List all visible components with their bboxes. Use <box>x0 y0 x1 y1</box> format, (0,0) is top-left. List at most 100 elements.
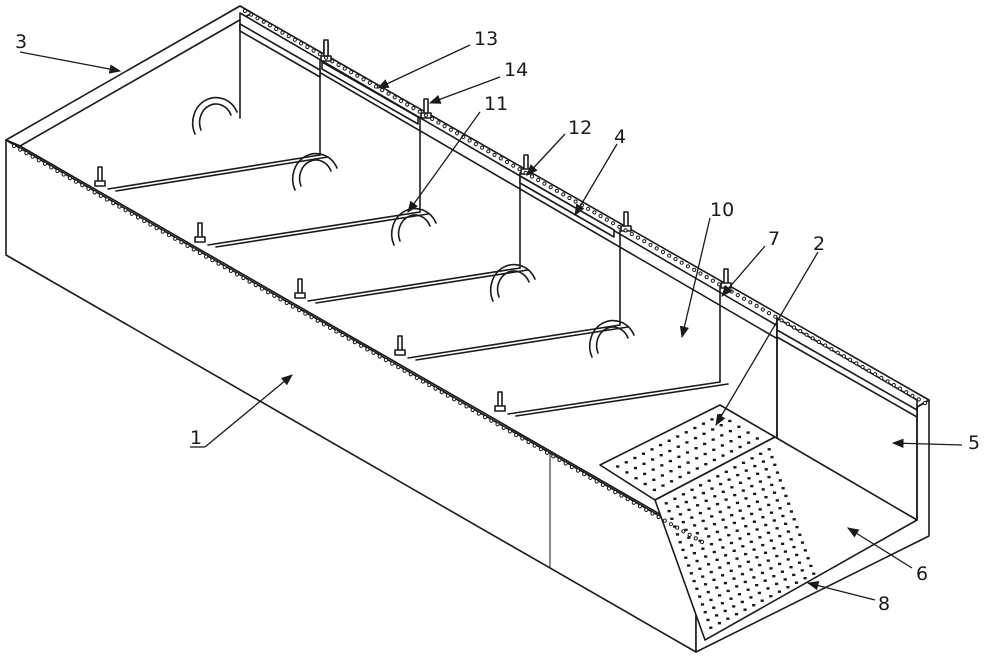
perforation <box>712 523 717 526</box>
perforation <box>735 501 740 505</box>
perforation <box>664 502 668 505</box>
rim-hole <box>538 447 543 452</box>
perforation <box>701 575 705 578</box>
perforation <box>685 441 689 444</box>
bolt-clip <box>294 292 306 299</box>
rim-hole <box>754 303 759 308</box>
rim-hole <box>891 382 896 388</box>
perforation <box>737 593 742 596</box>
perforation <box>777 590 781 593</box>
rim-hole <box>885 379 890 384</box>
perforation <box>730 514 734 517</box>
perforation <box>659 443 663 447</box>
rail-right <box>776 329 918 418</box>
rim-hole <box>452 397 457 402</box>
perforation <box>660 464 664 467</box>
perforation <box>675 533 680 536</box>
rim-hole <box>748 300 753 305</box>
perforation <box>747 505 751 508</box>
rim-hole <box>361 77 366 82</box>
rim-hole <box>611 221 616 226</box>
rim-hole <box>383 358 388 363</box>
rim-hole <box>514 432 519 438</box>
perforation <box>712 578 716 581</box>
perforation <box>741 545 745 548</box>
perforation <box>684 528 688 532</box>
perforation <box>761 460 765 463</box>
rim-hole <box>30 154 35 159</box>
perforation <box>707 535 711 538</box>
perforation <box>741 461 746 464</box>
perforation <box>681 548 685 552</box>
rim-hole <box>699 539 705 545</box>
rim-hole <box>349 70 354 75</box>
partition-1 <box>94 41 332 192</box>
partition-handle <box>191 96 238 135</box>
rim-hole <box>544 450 550 455</box>
rim-hole <box>816 339 822 344</box>
rim-hole <box>823 343 828 348</box>
perforation <box>687 564 691 567</box>
perforation <box>786 558 790 561</box>
perforation <box>809 564 813 568</box>
leader-12 <box>526 133 566 176</box>
label-11: 11 <box>484 93 508 115</box>
perforation <box>703 583 708 586</box>
label-4: 4 <box>614 126 626 148</box>
perforation <box>706 563 711 566</box>
rim-hole <box>536 177 541 183</box>
rim-hole <box>346 336 351 341</box>
perforation <box>772 547 776 550</box>
perforation <box>690 544 694 547</box>
perforation <box>701 491 705 495</box>
perforation <box>701 547 705 550</box>
perforation <box>738 445 742 449</box>
perforation <box>677 465 682 469</box>
label-2: 2 <box>813 233 825 255</box>
rim-hole <box>402 368 407 373</box>
rim-hole <box>520 436 525 441</box>
rim-hole <box>480 145 485 150</box>
rim-hole <box>470 407 475 413</box>
label-6: 6 <box>916 563 928 585</box>
rim-hole <box>598 213 603 219</box>
perforation <box>718 594 722 597</box>
rail-13 <box>321 61 419 125</box>
rim-hole <box>104 197 110 202</box>
rim-hole <box>185 243 190 248</box>
rim-hole <box>873 372 878 377</box>
perforation <box>712 550 716 554</box>
rim-hole <box>317 52 322 57</box>
partition-edge <box>107 154 321 190</box>
rim-hole <box>635 235 641 240</box>
partition-handle-inner <box>198 103 232 131</box>
perforation <box>668 459 672 463</box>
perforation <box>677 455 681 458</box>
perforation <box>693 496 697 499</box>
perforation <box>711 438 715 441</box>
perforation <box>724 470 728 473</box>
perforation <box>669 470 673 473</box>
perforation <box>699 484 703 487</box>
rim-hole <box>897 386 903 391</box>
rim-hole <box>835 350 840 355</box>
partition-edge <box>215 213 429 248</box>
rim-hole <box>542 181 547 186</box>
rim-hole <box>242 8 248 14</box>
perforation <box>750 457 754 460</box>
rim-hole <box>135 215 141 220</box>
perforation <box>706 618 710 622</box>
rim-hole <box>421 379 426 384</box>
perforation <box>698 539 702 543</box>
rim-hole <box>511 163 516 168</box>
rim-hole <box>311 48 316 53</box>
leader-7 <box>721 245 766 297</box>
rim-hole <box>779 318 784 323</box>
perforation <box>738 565 742 568</box>
perforation <box>806 557 810 560</box>
perforation <box>729 541 733 545</box>
perforation <box>752 520 756 523</box>
perforation <box>692 552 696 555</box>
perforation <box>772 519 776 522</box>
